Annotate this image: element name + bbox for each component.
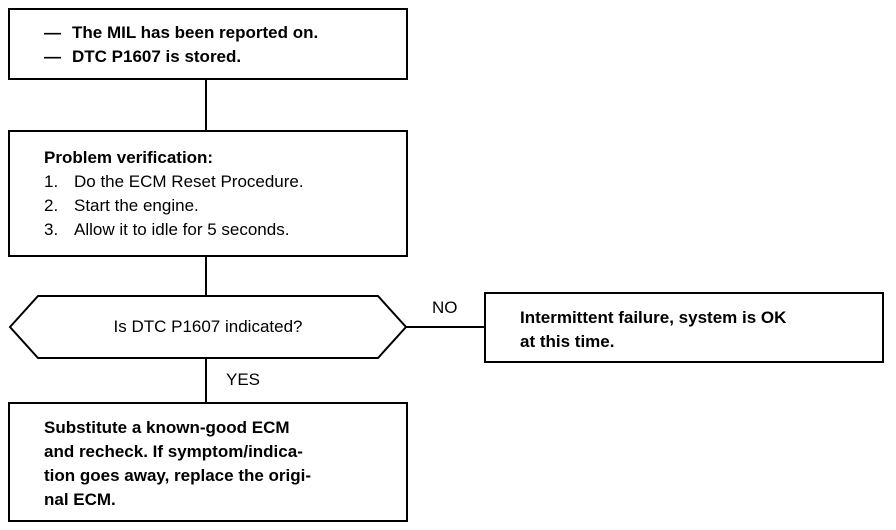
verification-step: 3.Allow it to idle for 5 seconds. bbox=[44, 220, 290, 239]
problem-verification-box: Problem verification: 1.Do the ECM Reset… bbox=[8, 130, 408, 257]
intermittent-line: at this time. bbox=[520, 332, 615, 351]
mil-line-2: —DTC P1607 is stored. bbox=[44, 45, 406, 69]
substitute-line: Substitute a known-good ECM bbox=[44, 418, 290, 437]
intermittent-failure-box: Intermittent failure, system is OK at th… bbox=[484, 292, 884, 363]
dash-bullet: — bbox=[44, 47, 61, 66]
verification-step: 2.Start the engine. bbox=[44, 196, 199, 215]
yes-label: YES bbox=[226, 370, 261, 389]
decision-question: Is DTC P1607 indicated? bbox=[113, 317, 303, 336]
dash-bullet: — bbox=[44, 23, 61, 42]
mil-reported-box: —The MIL has been reported on. —DTC P160… bbox=[8, 8, 408, 80]
verification-step: 1.Do the ECM Reset Procedure. bbox=[44, 172, 304, 191]
substitute-line: tion goes away, replace the origi- bbox=[44, 466, 312, 485]
intermittent-line: Intermittent failure, system is OK bbox=[520, 308, 787, 327]
substitute-line: and recheck. If symptom/indica- bbox=[44, 442, 303, 461]
substitute-line: nal ECM. bbox=[44, 490, 116, 509]
verification-heading: Problem verification: bbox=[44, 148, 214, 167]
substitute-ecm-box: Substitute a known-good ECM and recheck.… bbox=[8, 402, 408, 522]
no-label: NO bbox=[432, 298, 458, 317]
mil-line-1: —The MIL has been reported on. bbox=[44, 21, 406, 45]
